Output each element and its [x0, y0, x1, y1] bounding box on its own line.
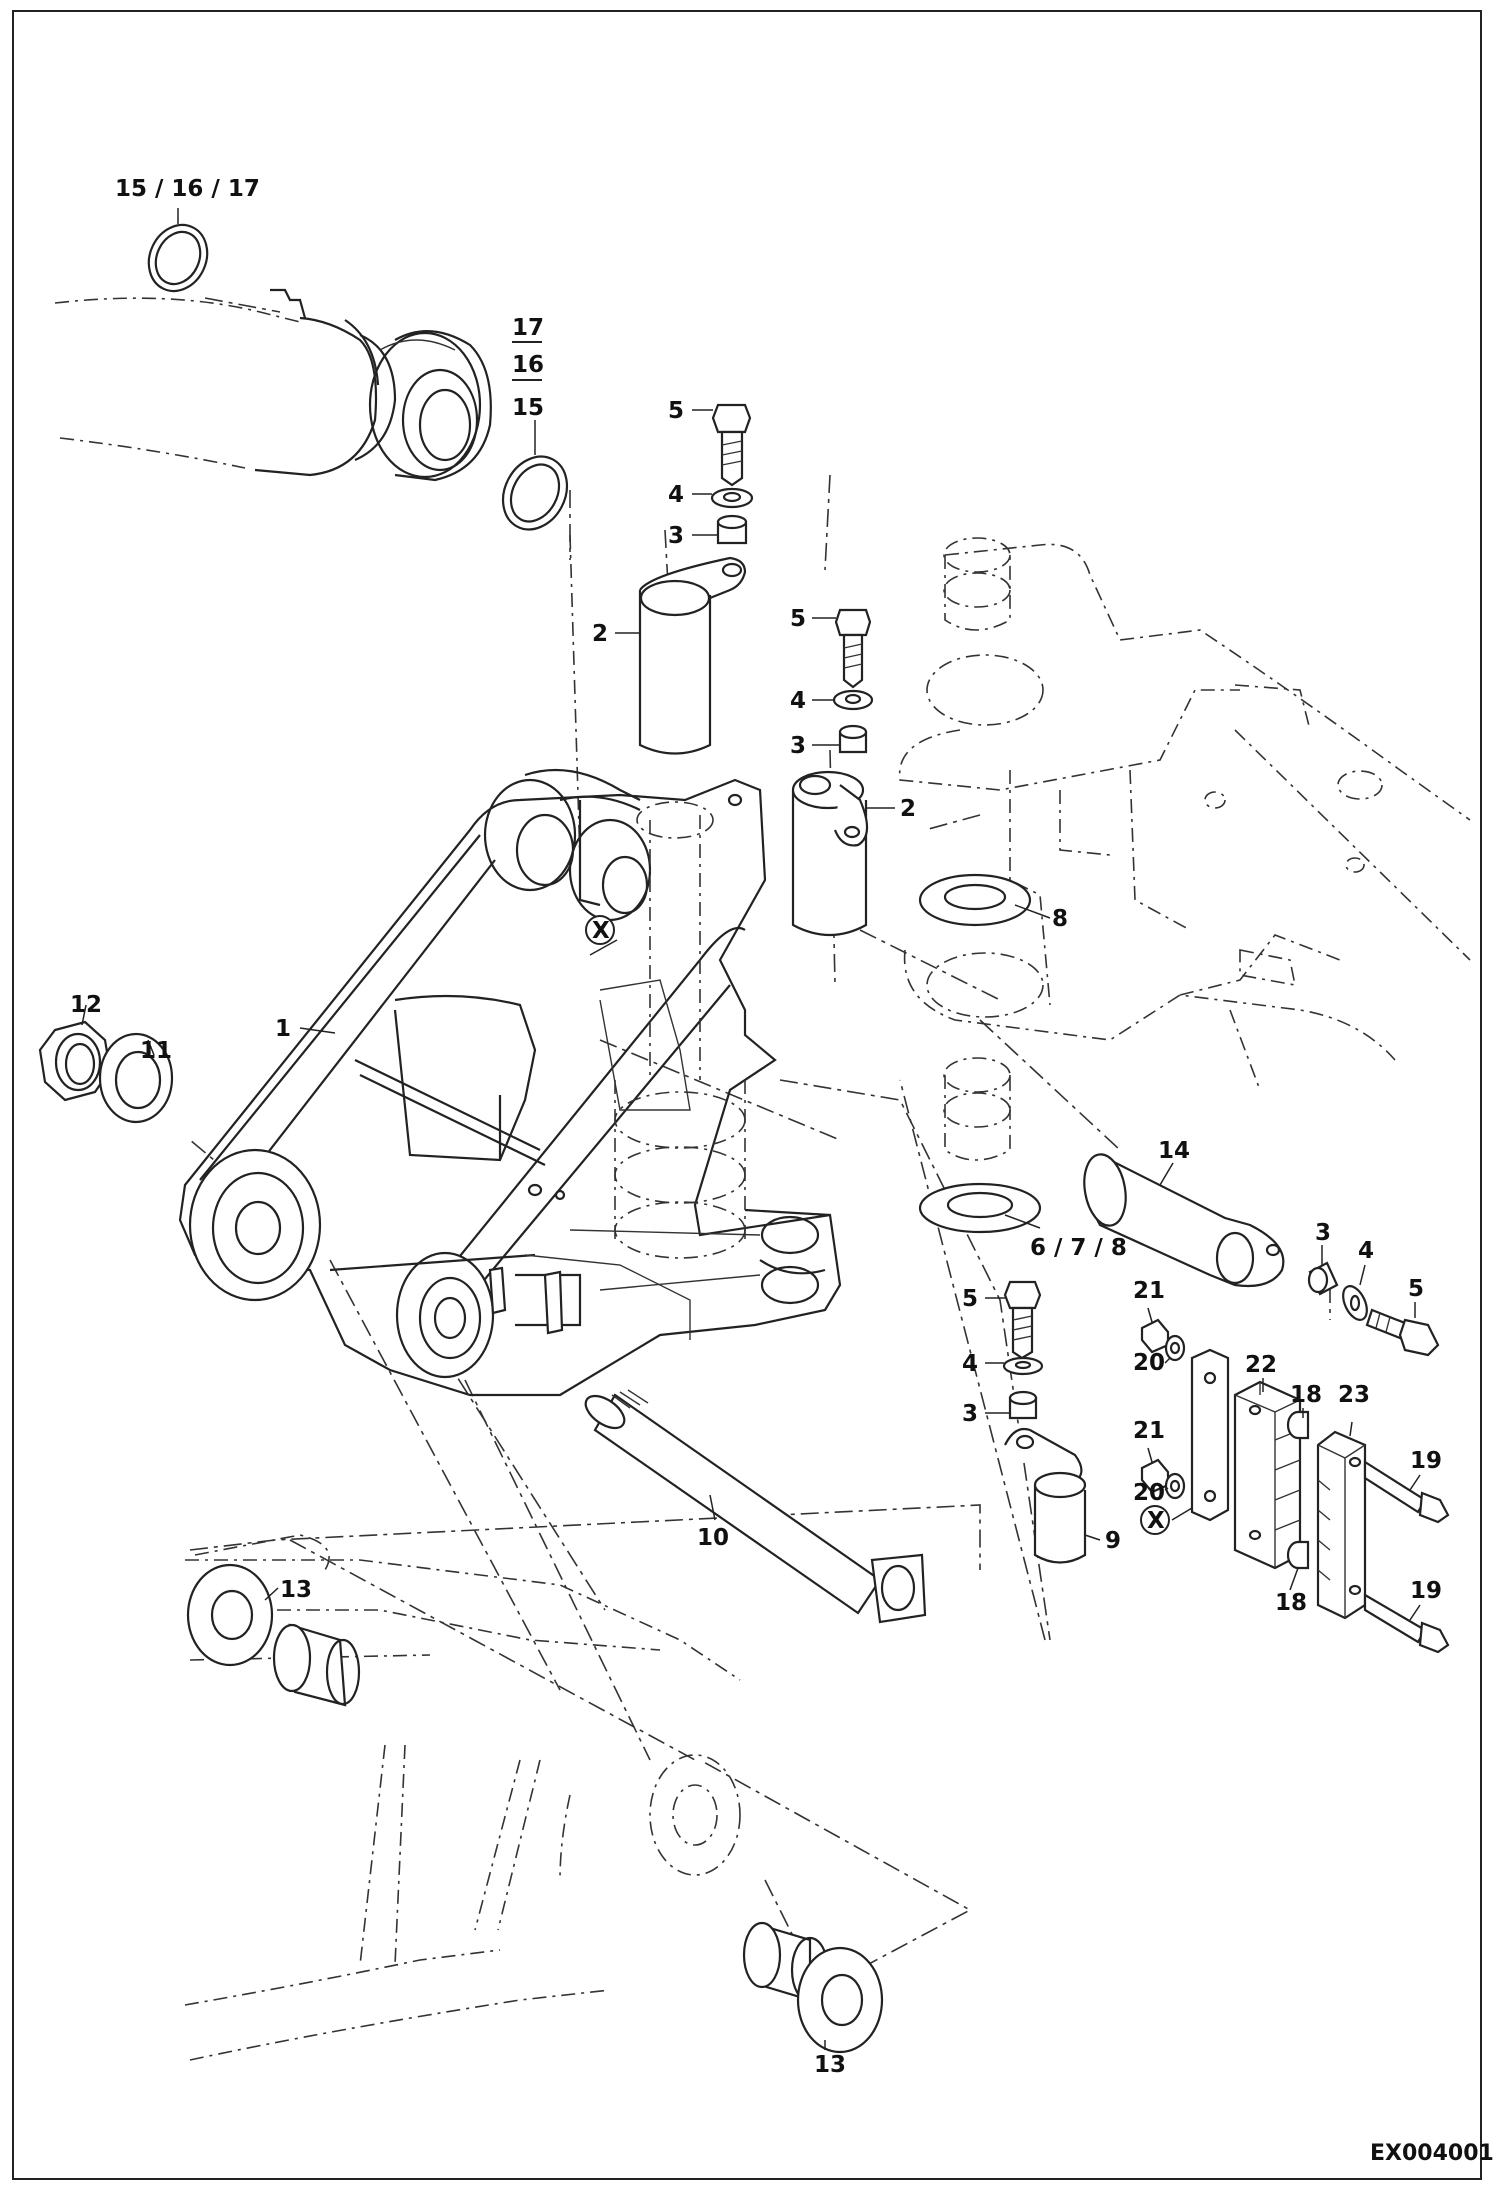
callout-4-lower: 4: [962, 1351, 978, 1377]
callout-17: 17: [512, 315, 544, 341]
callout-18-lower: 18: [1275, 1590, 1307, 1616]
lock-plate-22: [1233, 1380, 1302, 1570]
spacer-3-lower: [1008, 1390, 1038, 1420]
bushing-stack-ghost: [943, 537, 1011, 1161]
bolt-5-lower: [1003, 1280, 1042, 1360]
callout-9: 9: [1105, 1528, 1121, 1554]
callout-6-7-8: 6 / 7 / 8: [1030, 1235, 1127, 1261]
callout-15-16-17-top: 15 / 16 / 17: [115, 176, 260, 202]
callout-4-middle: 4: [790, 688, 806, 714]
shim-8: [918, 873, 1032, 927]
drawing-code: EX004001: [1370, 2141, 1494, 2166]
callout-18-upper: 18: [1290, 1382, 1322, 1408]
callout-16: 16: [512, 352, 544, 378]
bolt-19-lower: [1363, 1593, 1450, 1654]
callout-19-upper: 19: [1410, 1448, 1442, 1474]
bracket-hidden-bores: [614, 801, 746, 1259]
callout-5-top: 5: [668, 398, 684, 424]
leader-lines: [81, 208, 1421, 2050]
callout-20-upper: 20: [1133, 1350, 1165, 1376]
roller-18-upper: [1286, 1410, 1310, 1440]
callout-3-right: 3: [1315, 1220, 1331, 1246]
washer-11: [98, 1032, 174, 1124]
washer-20-lower: [1164, 1472, 1186, 1500]
pin-14: [1083, 1153, 1285, 1288]
callout-3-top: 3: [668, 523, 684, 549]
callout-1: 1: [275, 1016, 291, 1042]
bolt-19-upper: [1363, 1460, 1450, 1524]
spacer-3-top: [716, 514, 748, 545]
callout-11: 11: [140, 1038, 172, 1064]
stick-ghost-bottom: [184, 1534, 741, 2061]
callout-13-upper: 13: [280, 1577, 312, 1603]
bracket-plate: [1190, 1348, 1230, 1522]
callout-x-bracket: X: [592, 918, 610, 944]
callout-3-middle: 3: [790, 733, 806, 759]
callout-20-lower: 20: [1133, 1480, 1165, 1506]
pin-2-top: [638, 556, 747, 755]
callout-22: 22: [1245, 1352, 1277, 1378]
callout-15: 15: [512, 395, 544, 421]
drawing-frame: [12, 10, 1482, 2180]
pin-9: [1004, 1427, 1087, 1564]
spacer-3-right: [1307, 1261, 1339, 1296]
lock-nut-12: [38, 1020, 112, 1102]
callout-labels: 15 / 16 / 17 17 16 15 5 4 3 2 5 4 3 2 8 …: [70, 176, 1494, 2166]
callout-5-middle: 5: [790, 606, 806, 632]
washer-4-right: [1342, 1285, 1368, 1321]
shim-13-lower: [796, 1946, 884, 2054]
washer-4-top: [710, 487, 754, 509]
callout-23: 23: [1338, 1382, 1370, 1408]
callout-21-upper: 21: [1133, 1278, 1165, 1304]
bolt-5-middle: [834, 608, 872, 689]
callout-10: 10: [697, 1525, 729, 1551]
bolt-5-right: [1365, 1308, 1440, 1357]
bucket-linkage-bracket-1: [178, 768, 842, 1397]
shaft-10: [584, 1389, 927, 1624]
callout-12: 12: [70, 992, 102, 1018]
roller-18-lower: [1286, 1540, 1310, 1570]
callout-21-lower: 21: [1133, 1418, 1165, 1444]
arm-ghost-top-left: [54, 297, 581, 861]
callout-4-top: 4: [668, 482, 684, 508]
washer-4-middle: [832, 689, 874, 711]
callout-2-top: 2: [592, 621, 608, 647]
spacer-3-middle: [838, 724, 868, 754]
washer-20-upper: [1164, 1334, 1186, 1362]
seal-ring-15-16-17-top: [147, 223, 209, 293]
callout-3-lower: 3: [962, 1401, 978, 1427]
seal-ring-15: [501, 455, 569, 531]
callout-2-middle: 2: [900, 796, 916, 822]
lock-plate-23: [1316, 1430, 1367, 1620]
nut-21-upper: [1140, 1318, 1170, 1354]
hydraulic-cylinder-rod-end: [254, 288, 492, 482]
callout-4-right: 4: [1358, 1238, 1374, 1264]
bolt-5-top: [711, 403, 752, 487]
callout-13-lower: 13: [814, 2052, 846, 2078]
callout-19-lower: 19: [1410, 1578, 1442, 1604]
boom-ghost-right: [898, 543, 1471, 1091]
shim-6-7-8: [918, 1182, 1042, 1234]
callout-5-lower: 5: [962, 1286, 978, 1312]
washer-4-lower: [1002, 1356, 1044, 1376]
bushing-13-upper: [272, 1623, 361, 1707]
callout-5-right: 5: [1408, 1276, 1424, 1302]
callout-8: 8: [1052, 906, 1068, 932]
pin-2-middle: [791, 770, 869, 936]
callout-x-lock: X: [1147, 1508, 1165, 1534]
shim-13-upper: [186, 1563, 274, 1667]
callout-14: 14: [1158, 1138, 1190, 1164]
